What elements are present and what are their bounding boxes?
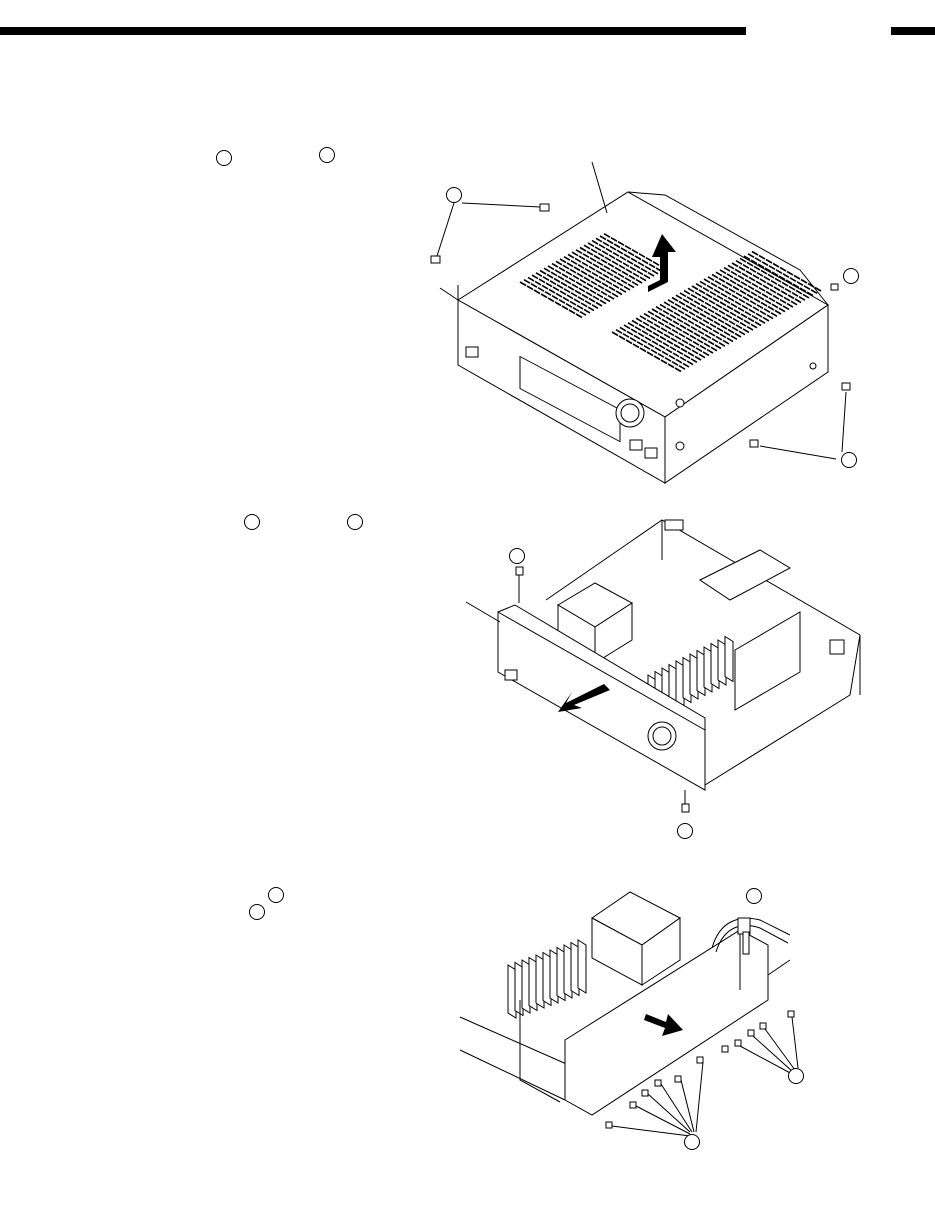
step1-callout-b [319, 147, 335, 163]
fig1-callout-bottom [841, 452, 857, 468]
fig2-callout-top [509, 548, 525, 564]
fig3-callout-right [788, 1068, 804, 1084]
fig3-callout-top [746, 888, 762, 904]
fig1-callout-right [843, 268, 859, 284]
fig1-callout-left [446, 187, 462, 203]
step1-callout-a [216, 150, 232, 166]
header-rule-left [0, 27, 746, 35]
fig2-callout-bottom [677, 823, 693, 839]
header-rule-right [891, 27, 935, 35]
step2-callout-a [244, 514, 260, 530]
fig3-callout-bottom [684, 1134, 700, 1150]
step3-callout-b [249, 904, 265, 920]
step3-callout-a [268, 887, 284, 903]
step2-callout-b [347, 514, 363, 530]
